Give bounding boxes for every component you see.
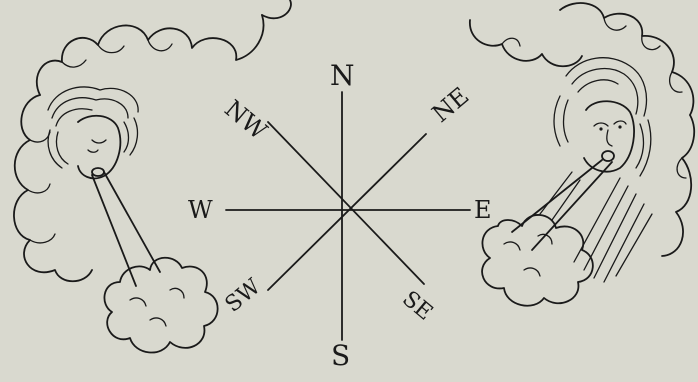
right-wind-cloud	[470, 3, 694, 256]
left-face-hair-6	[130, 118, 137, 155]
compass-label-west: W	[188, 198, 213, 222]
right-face-hair-3	[578, 80, 618, 92]
left-face-hair-4	[48, 130, 62, 168]
right-face-hair-2	[572, 69, 638, 114]
right-face-mouth	[602, 151, 614, 161]
right-wind-breath	[482, 160, 652, 306]
right-face-eye-1	[594, 123, 608, 126]
left-cloud-bottom-outline	[14, 95, 92, 281]
left-puff-curl-2	[170, 288, 184, 298]
left-cloud-inner-curl-3	[148, 40, 172, 51]
left-cloud-inner-curl-1	[62, 60, 86, 67]
northwest-southeast-line	[268, 122, 424, 284]
left-face-eye-2	[88, 150, 98, 152]
left-puff-curl-3	[150, 318, 166, 326]
right-cloud-inner-curl-1	[604, 18, 626, 30]
right-face-eye-2	[614, 121, 626, 124]
left-breath-puff	[104, 258, 217, 353]
left-face-eye-1	[92, 140, 106, 143]
right-cloud-right-outline	[662, 115, 694, 256]
northeast-southwest-line	[268, 134, 426, 290]
right-puff-curl-3	[524, 268, 540, 276]
left-cloud-top-outline	[37, 15, 264, 95]
right-cloud-top-left-outline	[470, 20, 582, 66]
left-cloud-inner-curl-5	[28, 184, 50, 193]
right-streak-3	[574, 178, 620, 262]
right-face-pupil-1	[599, 127, 602, 130]
right-breath-puff	[482, 215, 593, 306]
left-cloud-top-tail	[262, 0, 291, 18]
compass-label-south: S	[331, 342, 350, 370]
right-face-hair-7	[636, 124, 643, 168]
left-face-mouth	[92, 168, 104, 176]
left-wind-face	[48, 87, 138, 178]
right-streak-1	[540, 172, 572, 214]
right-wind-face	[554, 58, 651, 176]
right-face-nose	[607, 130, 612, 146]
right-puff-curl-1	[504, 242, 520, 250]
left-face-outline	[78, 116, 120, 179]
left-cloud-inner-curl-6	[30, 234, 55, 243]
left-cloud-inner-curl-4	[30, 132, 50, 142]
compass-label-north: N	[330, 62, 355, 90]
right-streak-5	[594, 194, 636, 278]
left-face-hair-7	[124, 122, 129, 152]
left-cloud-inner-curl-2	[98, 45, 124, 53]
left-breath-line-2	[104, 172, 160, 272]
right-face-hair-4	[554, 96, 560, 146]
right-streak-6	[604, 204, 644, 282]
right-cloud-inner-curl-5	[502, 38, 520, 46]
right-face-pupil-2	[618, 125, 621, 128]
left-face-hair-5	[56, 132, 68, 164]
compass-label-east: E	[474, 198, 492, 222]
left-puff-curl-1	[130, 298, 146, 306]
right-face-hair-5	[564, 100, 569, 142]
right-streak-2	[552, 180, 580, 220]
